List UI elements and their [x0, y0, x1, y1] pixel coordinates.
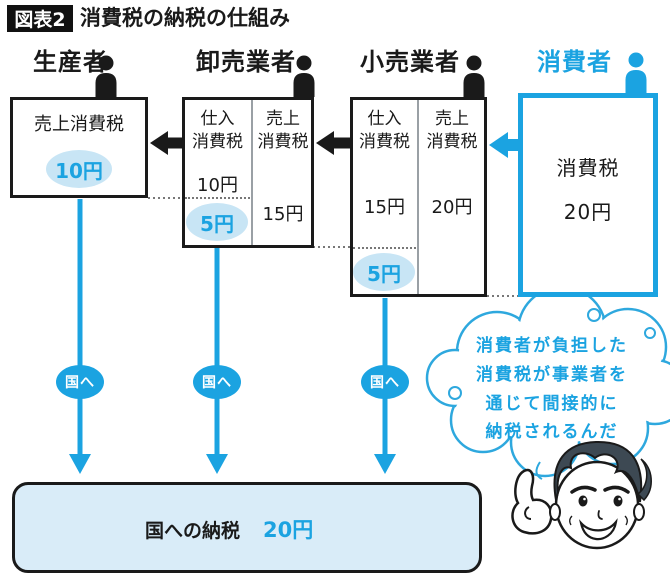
man-face-illustration — [549, 440, 652, 550]
actor-label-producer: 生産者 — [33, 48, 108, 76]
to-nation-label-1: 国へ — [65, 375, 95, 391]
to-nation-label-3: 国へ — [370, 375, 400, 391]
speech-bubble-line-4: 納税されるんだ — [485, 422, 619, 442]
actor-label-retailer: 小売業者 — [360, 48, 460, 76]
nation-payment-label: 国への納税 — [145, 520, 241, 542]
consumer-tax-label: 消費税 — [556, 156, 620, 180]
retailer-offset-dotted-line — [353, 247, 416, 249]
cloud-tail — [535, 461, 543, 480]
producer-sales-tax-label: 売上消費税 — [34, 114, 124, 135]
wholesaler-purchase-tax-value: 10円 — [197, 175, 238, 196]
to-nation-ellipse-1 — [56, 365, 104, 399]
arrow-producer-to-nation — [69, 199, 91, 474]
speech-cloud — [425, 285, 670, 480]
wholesaler-pay-amount: 5円 — [200, 211, 234, 236]
cloud-curl-left — [448, 386, 462, 400]
retailer-sales-tax-value: 20円 — [431, 197, 473, 218]
wholesaler-column-divider — [251, 100, 253, 245]
retailer-purchase-tax-label: 仕入 消費税 — [359, 109, 410, 152]
arrow-consumer-to-retailer — [489, 132, 519, 158]
wholesaler-purchase-tax-label: 仕入 消費税 — [192, 109, 243, 152]
wholesaler-offset-dotted-line — [185, 197, 250, 199]
wholesaler-sales-tax-label: 売上 消費税 — [257, 109, 309, 152]
wholesaler-pay-ellipse: 5円 — [186, 203, 248, 241]
nation-payment-value: 20円 — [263, 518, 314, 542]
producer-pay-ellipse: 10円 — [46, 150, 112, 188]
nation-payment-box — [12, 482, 482, 573]
person-icon-consumer — [625, 52, 647, 93]
speech-bubble-line-1: 消費者が負担した — [476, 336, 628, 356]
wholesaler-sales-tax-value: 15円 — [262, 204, 304, 225]
producer-box — [10, 97, 148, 198]
retailer-column-divider — [417, 100, 419, 294]
pointing-hand-icon — [511, 468, 553, 535]
retailer-purchase-tax-value: 15円 — [364, 197, 405, 218]
cloud-curl-top — [587, 308, 601, 322]
person-icon-wholesaler — [293, 55, 315, 97]
to-nation-label-2: 国へ — [202, 375, 232, 391]
figure-number-badge: 図表2 — [7, 5, 73, 32]
arrow-retailer-to-wholesaler — [316, 131, 351, 155]
arrow-wholesaler-to-producer — [150, 131, 183, 155]
consumer-tax-value: 20円 — [563, 200, 613, 224]
to-nation-ellipse-3 — [361, 365, 409, 399]
speech-bubble-line-2: 消費税が事業者を — [476, 365, 628, 385]
retailer-pay-ellipse: 5円 — [353, 253, 415, 291]
person-icon-producer — [95, 55, 117, 97]
person-icon-retailer — [463, 55, 485, 97]
to-nation-ellipse-2 — [193, 365, 241, 399]
producer-pay-amount: 10円 — [55, 158, 103, 183]
cloud-curl-right — [644, 327, 656, 339]
speech-bubble-line-3: 通じて間接的に — [485, 394, 619, 414]
retailer-sales-tax-label: 売上 消費税 — [426, 109, 478, 152]
actor-label-wholesaler: 卸売業者 — [196, 48, 296, 76]
figure-title: 消費税の納税の仕組み — [80, 6, 290, 30]
actor-label-consumer: 消費者 — [537, 48, 612, 76]
retailer-pay-amount: 5円 — [367, 261, 401, 286]
arrow-wholesaler-to-nation — [206, 248, 228, 474]
consumer-box — [518, 93, 658, 297]
